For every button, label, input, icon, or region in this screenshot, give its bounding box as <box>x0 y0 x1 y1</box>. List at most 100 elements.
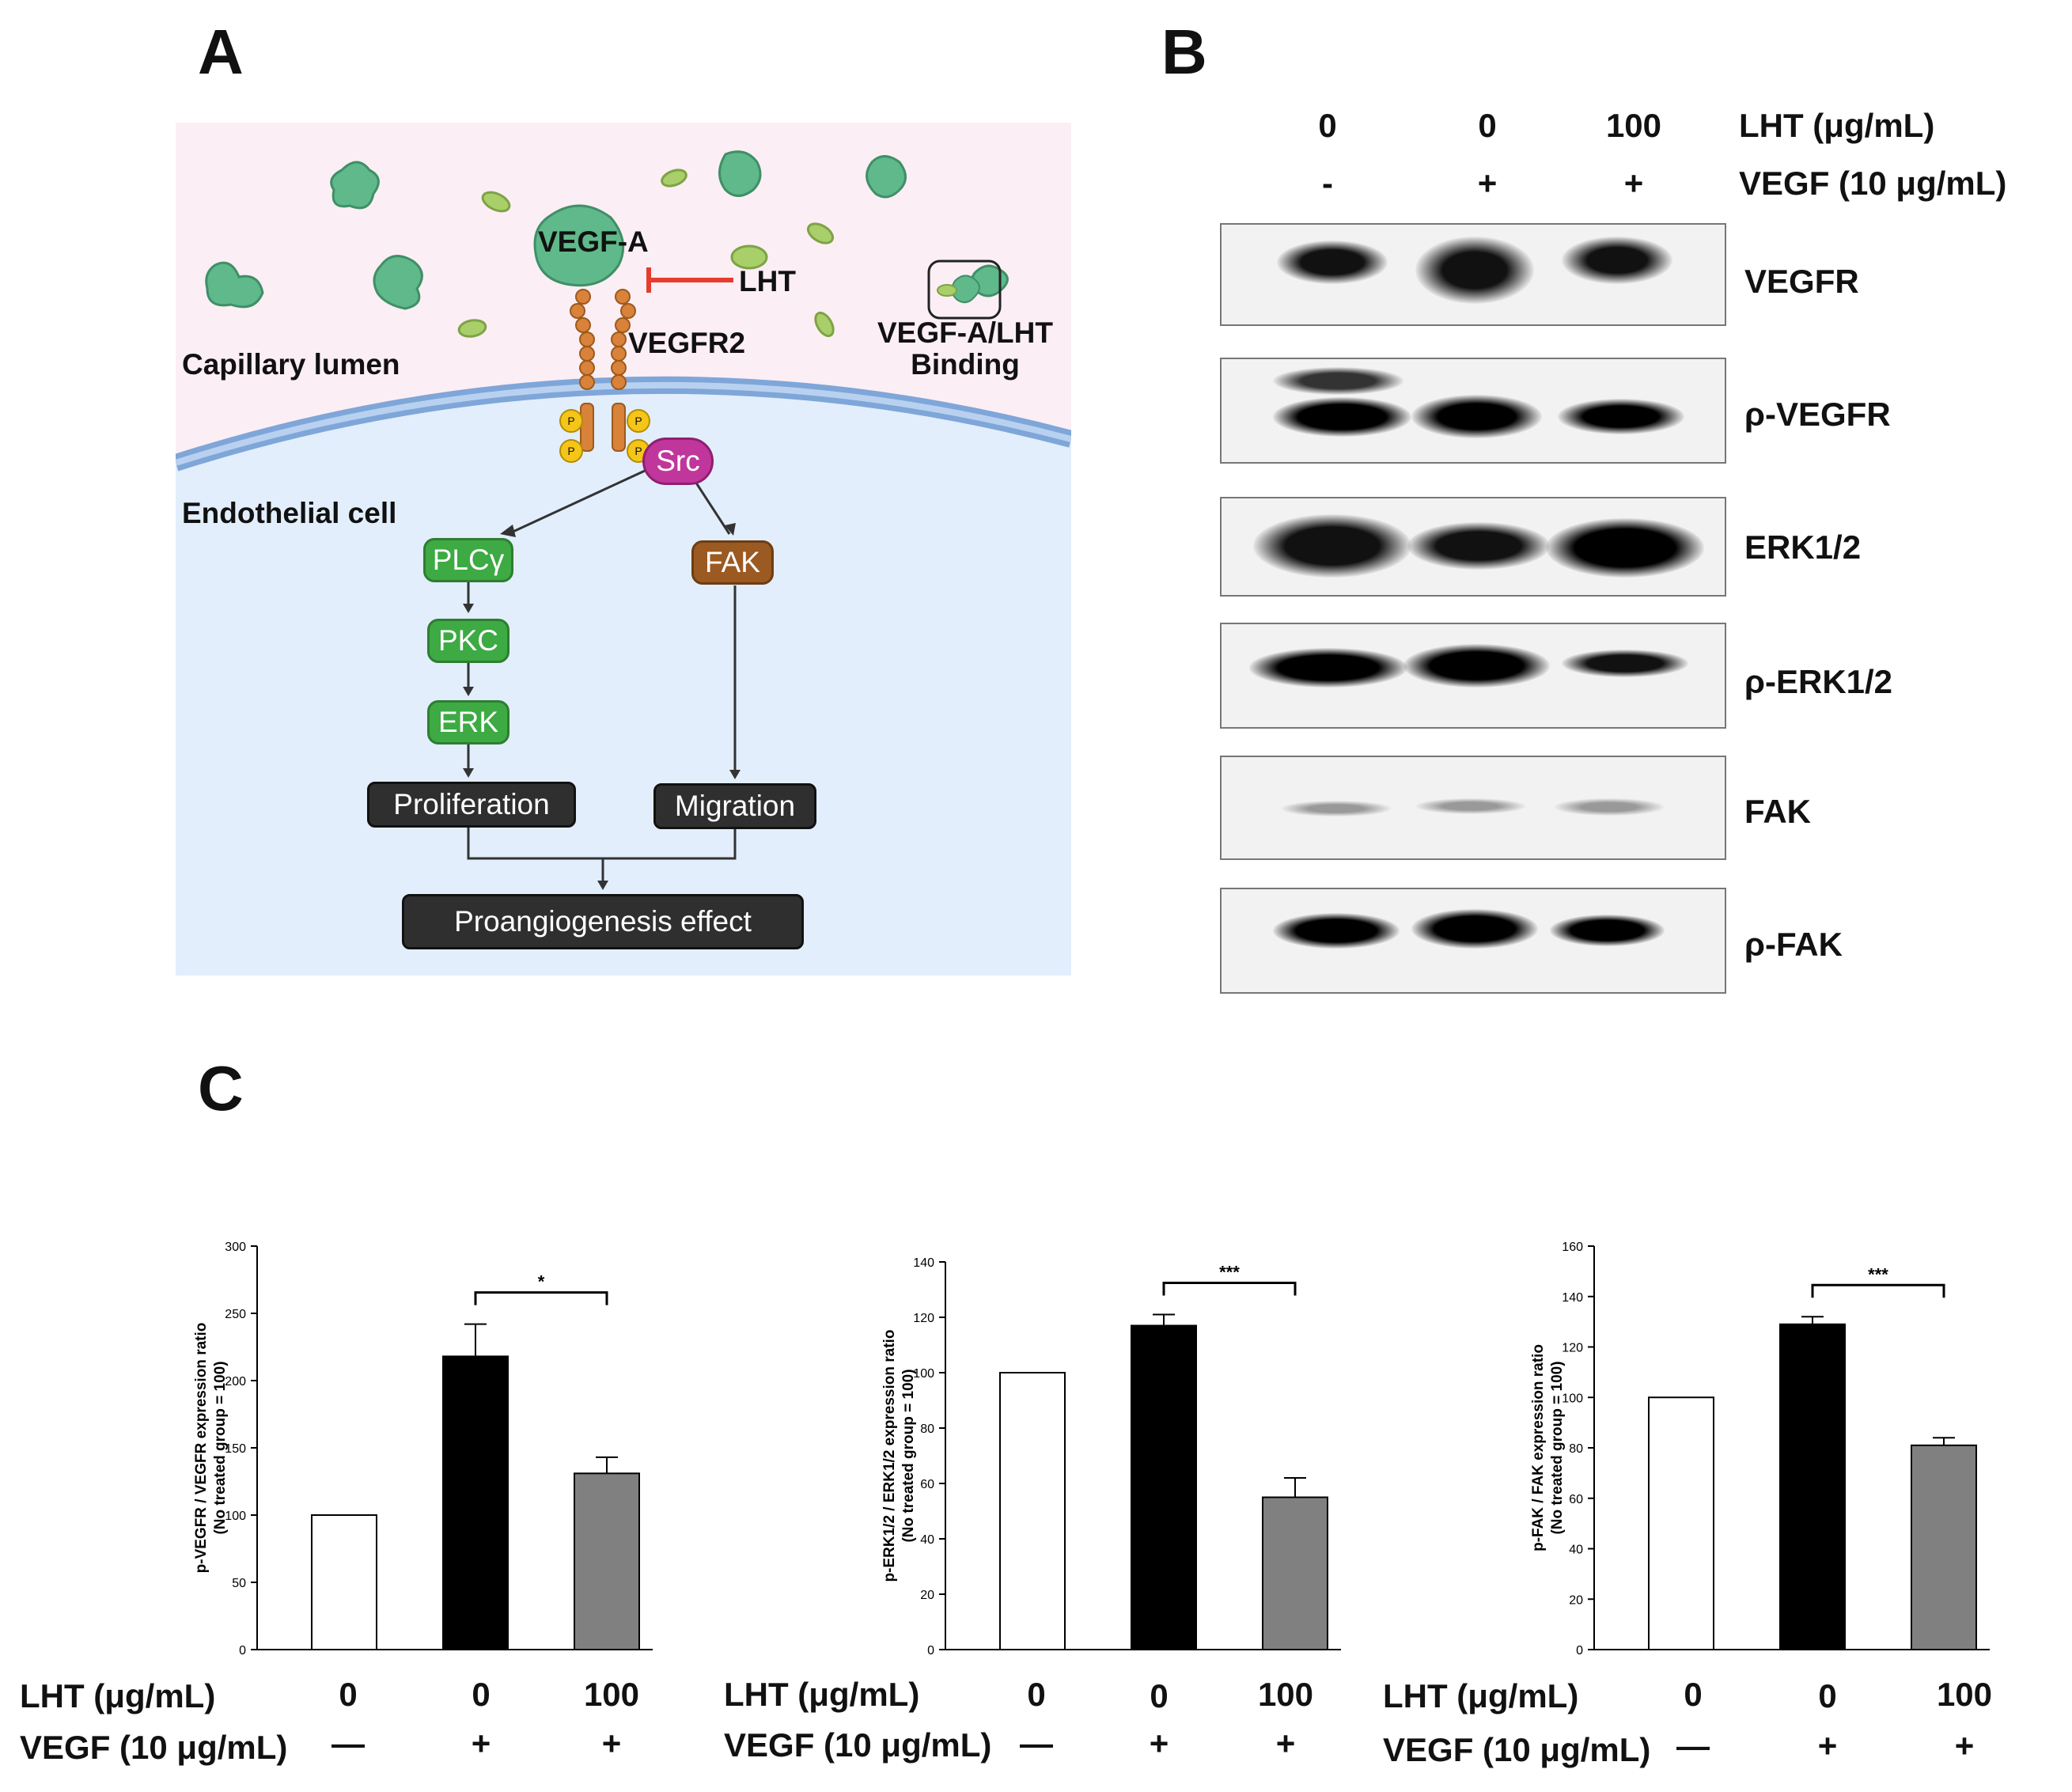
phosphate-icon: P <box>559 439 583 463</box>
blot-p-fak <box>1220 888 1726 994</box>
y-tick-label: 150 <box>225 1442 246 1456</box>
c2-vegf-3: + <box>1275 1725 1296 1762</box>
c3-vegf-label: VEGF (10 μg/mL) <box>1383 1731 1651 1768</box>
y-tick-label: 20 <box>920 1589 934 1602</box>
c3-lht-label: LHT (μg/mL) <box>1383 1677 1579 1714</box>
blot-label-p-fak: ρ-FAK <box>1744 926 1843 963</box>
y-tick-label: 250 <box>225 1308 246 1321</box>
y-tick-label: 60 <box>920 1478 934 1491</box>
capillary-lumen-label: Capillary lumen <box>182 348 400 381</box>
pathway-diagram: P P P P VEGF-A LHT VEGFR2 Capillary lume… <box>176 123 1071 976</box>
y-tick-label: 0 <box>1576 1644 1583 1658</box>
y-tick-label: 80 <box>920 1423 934 1436</box>
bar <box>1779 1323 1846 1650</box>
blot-p-erk <box>1220 623 1726 729</box>
y-axis-label-line2: (No treated group = 100) <box>1549 1361 1566 1534</box>
blot-fak <box>1220 756 1726 860</box>
c1-lht-2: 0 <box>472 1676 491 1713</box>
proangiogenesis-node: Proangiogenesis effect <box>402 894 804 949</box>
y-tick-label: 120 <box>913 1312 934 1325</box>
y-tick-label: 140 <box>1562 1291 1583 1305</box>
blot-vegfr <box>1220 223 1726 326</box>
significance-bracket <box>1162 1282 1297 1296</box>
c1-vegf-label: VEGF (10 μg/mL) <box>20 1729 288 1766</box>
y-tick-label: 0 <box>927 1644 934 1658</box>
lht-dose-3: 100 <box>1605 107 1662 144</box>
y-axis-label-line2: (No treated group = 100) <box>212 1361 229 1534</box>
y-tick-label: 100 <box>225 1510 246 1523</box>
significance-label: *** <box>1219 1263 1240 1282</box>
erk-node: ERK <box>427 700 509 744</box>
panel-label-c: C <box>198 1053 244 1123</box>
bar-chart-erk: 0 20 40 60 80 100 120 140 p-ERK1/2 / ERK1/2 expr… <box>870 1238 1377 1669</box>
bar-chart-erk-svg: 0 20 40 60 80 100 120 140 p-ERK1/2 / ERK1/2 expr… <box>881 1256 1341 1658</box>
panel-label-b: B <box>1161 17 1207 87</box>
lht-molecules <box>457 169 835 338</box>
blot-label-vegfr: VEGFR <box>1744 263 1859 300</box>
c3-vegf-2: + <box>1817 1727 1838 1764</box>
significance-label: * <box>538 1272 545 1292</box>
c2-lht-3: 100 <box>1257 1676 1314 1713</box>
c2-lht-1: 0 <box>1027 1676 1046 1713</box>
c2-vegf-2: + <box>1149 1725 1169 1762</box>
binding-label-line1: VEGF-A/LHT <box>877 316 1053 349</box>
bar <box>1262 1496 1328 1650</box>
y-tick-label: 300 <box>225 1241 246 1254</box>
phosphate-icon: P <box>627 409 650 433</box>
y-tick-label: 40 <box>920 1533 934 1547</box>
bar <box>574 1472 640 1650</box>
c3-vegf-1: — <box>1676 1727 1710 1764</box>
vegfr2-receptor <box>570 289 636 452</box>
pkc-node: PKC <box>427 619 509 663</box>
lht-dose-1: 0 <box>1318 107 1337 144</box>
bar <box>442 1355 509 1650</box>
vegf-treatment-2: + <box>1477 165 1498 202</box>
c3-lht-3: 100 <box>1936 1676 1993 1713</box>
blot-label-fak: FAK <box>1744 793 1811 830</box>
c3-lht-2: 0 <box>1818 1677 1837 1714</box>
bar <box>1648 1396 1714 1650</box>
y-axis-label-line1: p-VEGFR / VEGFR expression ratio <box>193 1323 210 1574</box>
blot-p-vegfr <box>1220 358 1726 464</box>
c3-lht-1: 0 <box>1684 1676 1703 1713</box>
vegf-treatment-3: + <box>1623 165 1644 202</box>
y-tick-label: 50 <box>232 1577 246 1590</box>
y-tick-label: 100 <box>1562 1392 1583 1405</box>
c1-lht-label: LHT (μg/mL) <box>20 1677 216 1714</box>
y-tick-label: 140 <box>913 1256 934 1270</box>
y-axis-label-line1: p-ERK1/2 / ERK1/2 expression ratio <box>881 1330 898 1582</box>
c1-lht-1: 0 <box>339 1676 358 1713</box>
y-tick-label: 0 <box>239 1644 246 1658</box>
vegfr2-label: VEGFR2 <box>628 327 746 359</box>
lht-dose-label: LHT (μg/mL) <box>1739 107 1935 144</box>
endothelial-cell-label: Endothelial cell <box>182 497 397 529</box>
pathway-diagram-graphics <box>176 123 1071 976</box>
y-axis-label-line2: (No treated group = 100) <box>900 1369 917 1542</box>
y-tick-label: 200 <box>225 1375 246 1389</box>
blot-label-p-vegfr: ρ-VEGFR <box>1744 396 1891 433</box>
vegf-treatment-label: VEGF (10 μg/mL) <box>1739 165 2007 202</box>
y-tick-label: 120 <box>1562 1342 1583 1355</box>
c2-lht-label: LHT (μg/mL) <box>724 1676 920 1713</box>
bar <box>999 1372 1066 1650</box>
blot-label-erk: ERK1/2 <box>1744 529 1862 566</box>
y-tick-label: 60 <box>1569 1493 1583 1506</box>
blot-label-p-erk: ρ-ERK1/2 <box>1744 663 1893 700</box>
significance-label: *** <box>1868 1264 1888 1284</box>
significance-bracket <box>1811 1283 1945 1298</box>
bar <box>1131 1324 1197 1650</box>
c2-vegf-label: VEGF (10 μg/mL) <box>724 1726 992 1764</box>
c1-lht-3: 100 <box>583 1676 640 1713</box>
lht-label: LHT <box>739 265 796 297</box>
y-tick-label: 80 <box>1569 1442 1583 1456</box>
c1-vegf-3: + <box>601 1725 622 1762</box>
proliferation-node: Proliferation <box>367 782 576 828</box>
plcg-node: PLCγ <box>423 538 513 582</box>
bar-chart-vegfr: 0 50 100 150 200 250 300 p-VEGFR / VEGFR expres… <box>182 1222 688 1669</box>
bar <box>1911 1444 1977 1650</box>
blot-erk <box>1220 497 1726 597</box>
y-tick-label: 100 <box>913 1367 934 1381</box>
migration-node: Migration <box>653 783 816 829</box>
